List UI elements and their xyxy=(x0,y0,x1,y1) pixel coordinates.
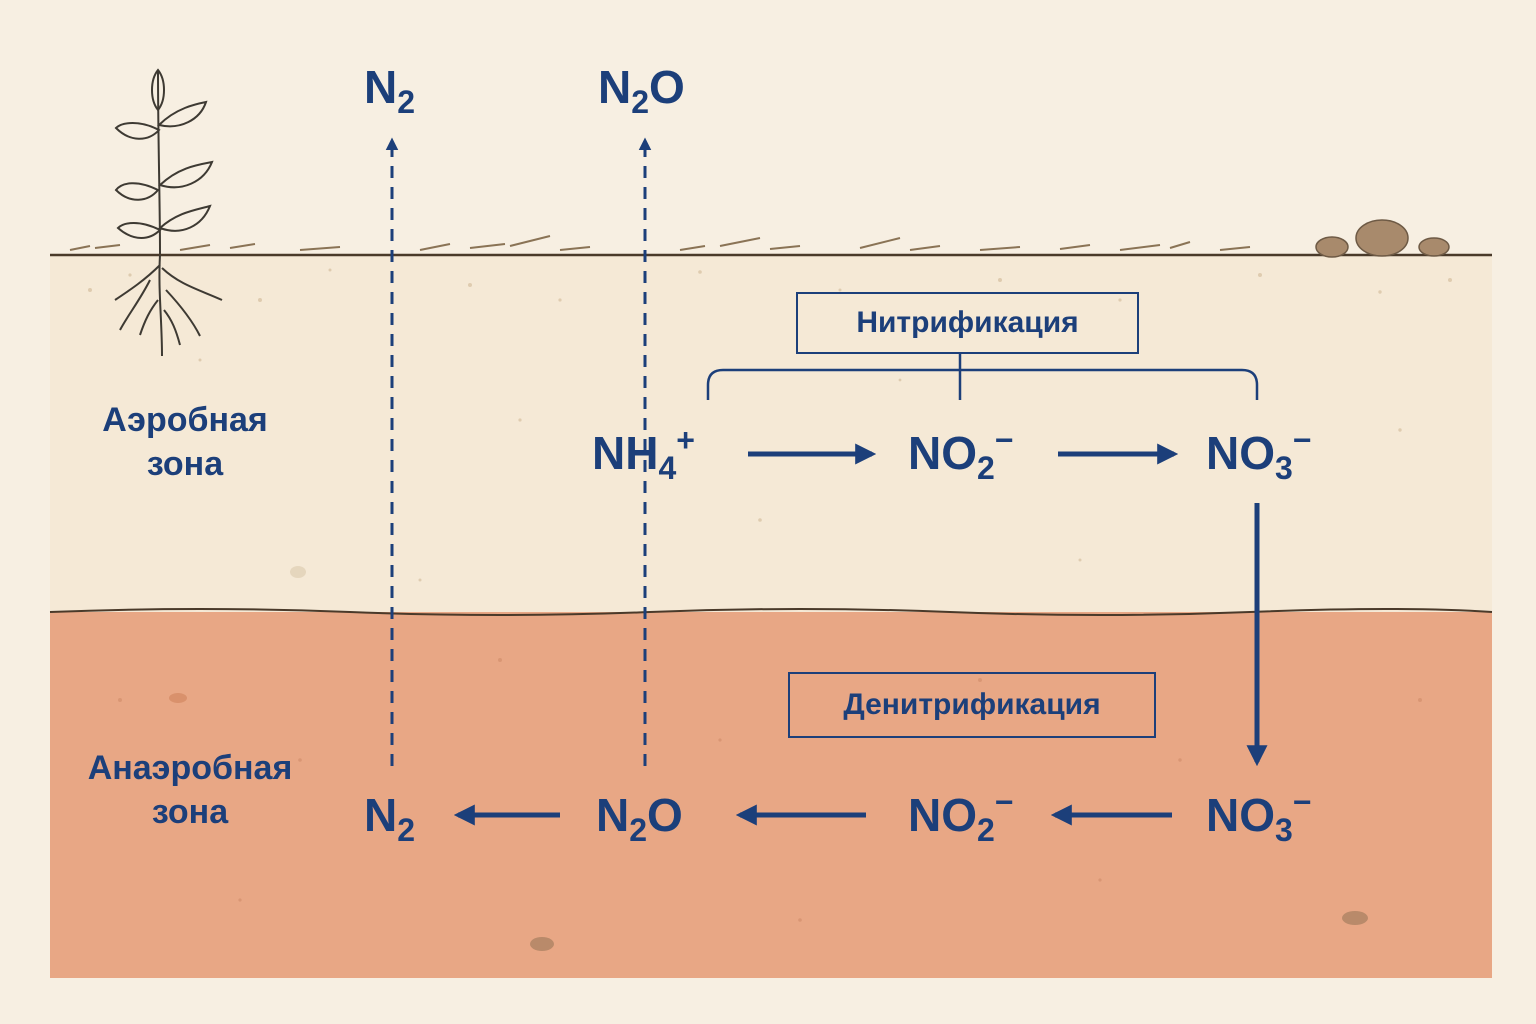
anaerobic-zone-label: Анаэробная зона xyxy=(87,749,293,832)
pebble xyxy=(169,693,187,703)
aerobic-soil-layer xyxy=(50,255,1492,615)
no3-anaerobic-label: NO3− xyxy=(1206,784,1312,848)
soil-speckles xyxy=(88,268,1452,582)
no2-anaerobic-label: NO2− xyxy=(908,784,1014,848)
n2-anaerobic-label: N2 xyxy=(364,789,416,848)
aerobic-zone-label: Аэробная зона xyxy=(102,401,268,484)
nitrification-bracket xyxy=(706,368,1259,400)
surface-rocks xyxy=(1315,219,1450,258)
zone-boundary-line xyxy=(49,608,1493,616)
nitrification-process-box: Нитрификация xyxy=(796,292,1139,354)
surface-debris xyxy=(69,235,1251,251)
pebble xyxy=(1342,911,1368,925)
pebble xyxy=(290,566,306,578)
anaerobic-speckles xyxy=(118,658,1422,922)
nh4-label: NH4+ xyxy=(592,422,695,486)
anaerobic-soil-layer xyxy=(50,612,1492,978)
no3-aerobic-label: NO3− xyxy=(1206,422,1312,486)
pebble xyxy=(530,937,554,951)
no2-aerobic-label: NO2− xyxy=(908,422,1014,486)
n2o-anaerobic-label: N2O xyxy=(596,789,683,848)
n2o-gas-top-label: N2O xyxy=(598,61,685,120)
denitrification-process-box: Денитрификация xyxy=(788,672,1156,738)
plant-icon xyxy=(114,68,223,357)
n2-gas-top-label: N2 xyxy=(364,61,416,120)
